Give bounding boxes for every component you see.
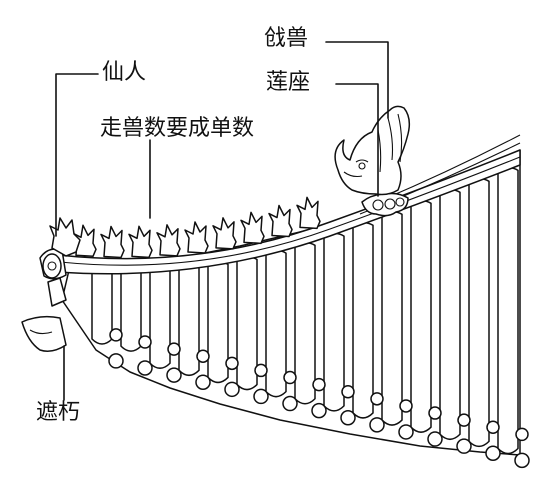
roof-tile-ridge [497,167,519,455]
tile-end-disc [282,395,298,412]
tile-end-disc [254,363,268,378]
roof-tile-ridge [381,211,403,426]
ridge-beam [57,149,521,275]
ridge-beast-small [156,224,181,257]
roof-tile-ridge [120,267,142,352]
roof-tile-ridge [236,256,258,391]
roof-tile-ridge [352,222,374,419]
tile-end-disc [369,417,385,433]
roof-tile-ridge [91,266,113,345]
ridge-beasts [72,196,321,259]
tile-end-disc [138,335,152,349]
immortal-figure [49,217,81,257]
tile-end-disc [312,377,326,392]
ridge-beast-small [296,196,321,230]
ridge-beast-small [128,225,153,259]
roof-tile-ridge [323,232,345,412]
tile-end-disc [340,409,356,426]
ridge-end-cap [21,248,67,352]
label-zhexiu: 遮朽 [36,400,81,425]
tile-end-disc [485,445,501,462]
tile-end-disc [167,342,181,356]
roof-tile-ridge [294,242,316,405]
roof-tile-ridge [468,178,490,448]
leader-qianshou [325,41,389,119]
leader-lianzuo [335,83,379,197]
leader-lines [55,41,389,401]
tile-end-disc [108,353,124,369]
tile-end-disc [486,420,500,435]
label-lianzuo: 莲座 [266,70,311,95]
ridge-beast-small [240,211,265,245]
label-zoushou: 走兽数要成单数 [100,116,255,141]
roof-tile-ridge [178,264,200,377]
tile-end-disc [166,367,182,383]
tile-end-disc [196,349,210,363]
tile-end-disc [224,381,240,398]
leader-xianren [55,73,99,237]
roof-tile-ridge [207,261,229,384]
tile-end-disc [341,384,355,399]
tile-end-disc [457,413,471,427]
tile-end-disc [225,356,239,371]
tile-end-disc [195,374,211,390]
tile-end-disc [109,328,123,342]
label-qianshou: 戗兽 [264,26,309,51]
roof-tile-ridge [265,249,287,398]
ridge-beam-line [59,156,521,266]
tile-end-disc [427,431,443,447]
ridge-beast-small [212,217,237,250]
tile-end-disc [370,392,384,406]
roof-tile-ridge [149,266,171,369]
tile-end-disc [311,402,327,419]
tile-end-disc [137,360,153,376]
tile-end-disc [283,370,297,385]
ridge-beast-small [100,225,125,259]
tile-end-disc [428,406,442,420]
tile-end-disc [515,427,529,442]
roof-tile-ridge [439,189,461,441]
tile-end-disc [456,438,472,454]
roof-tiles [61,149,530,469]
tile-end-disc [398,424,414,440]
tile-end-disc [399,399,413,413]
ridge-beast-figure [334,105,411,217]
tile-end-disc [253,388,269,405]
tile-end-disc [514,452,530,469]
ridge-beast-small [268,204,293,238]
roof-tile-ridge [410,200,432,433]
label-xianren: 仙人 [102,60,147,85]
ridge-beast-small [184,221,209,254]
beast-body [334,105,411,196]
